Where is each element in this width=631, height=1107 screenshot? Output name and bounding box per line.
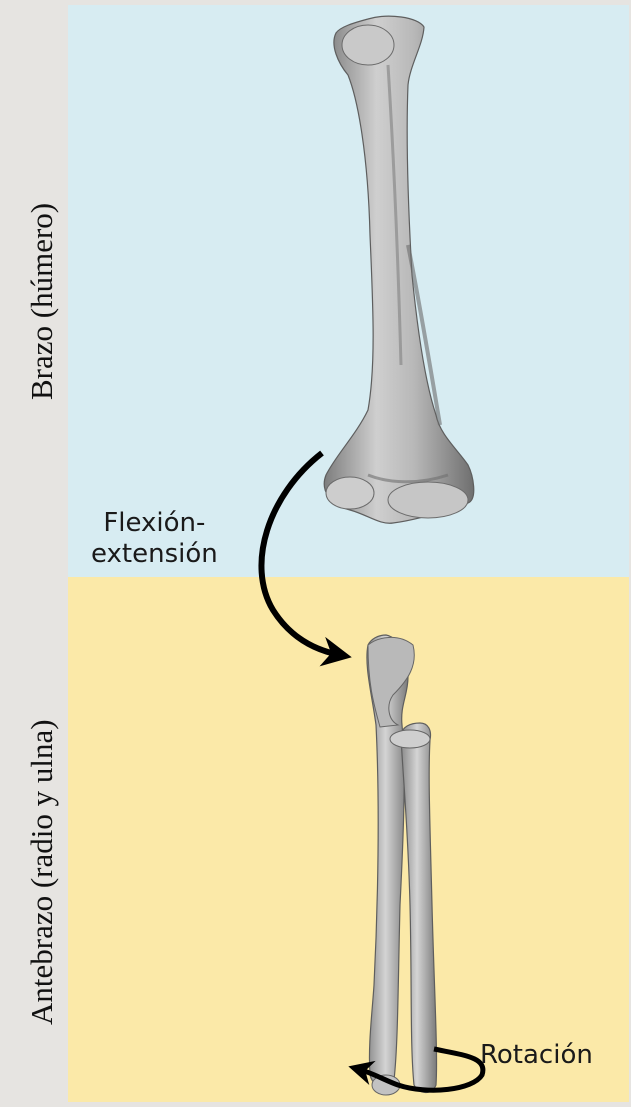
flexion-extension-label: Flexión- extensión (91, 508, 218, 569)
lower-section-background (68, 577, 629, 1102)
upper-section-label: Brazo (húmero) (26, 203, 57, 400)
flexion-label-line2: extensión (91, 539, 218, 570)
lower-section-label: Antebrazo (radio y ulna) (26, 719, 57, 1025)
flexion-label-line1: Flexión- (91, 508, 218, 539)
rotation-label: Rotación (480, 1040, 593, 1071)
